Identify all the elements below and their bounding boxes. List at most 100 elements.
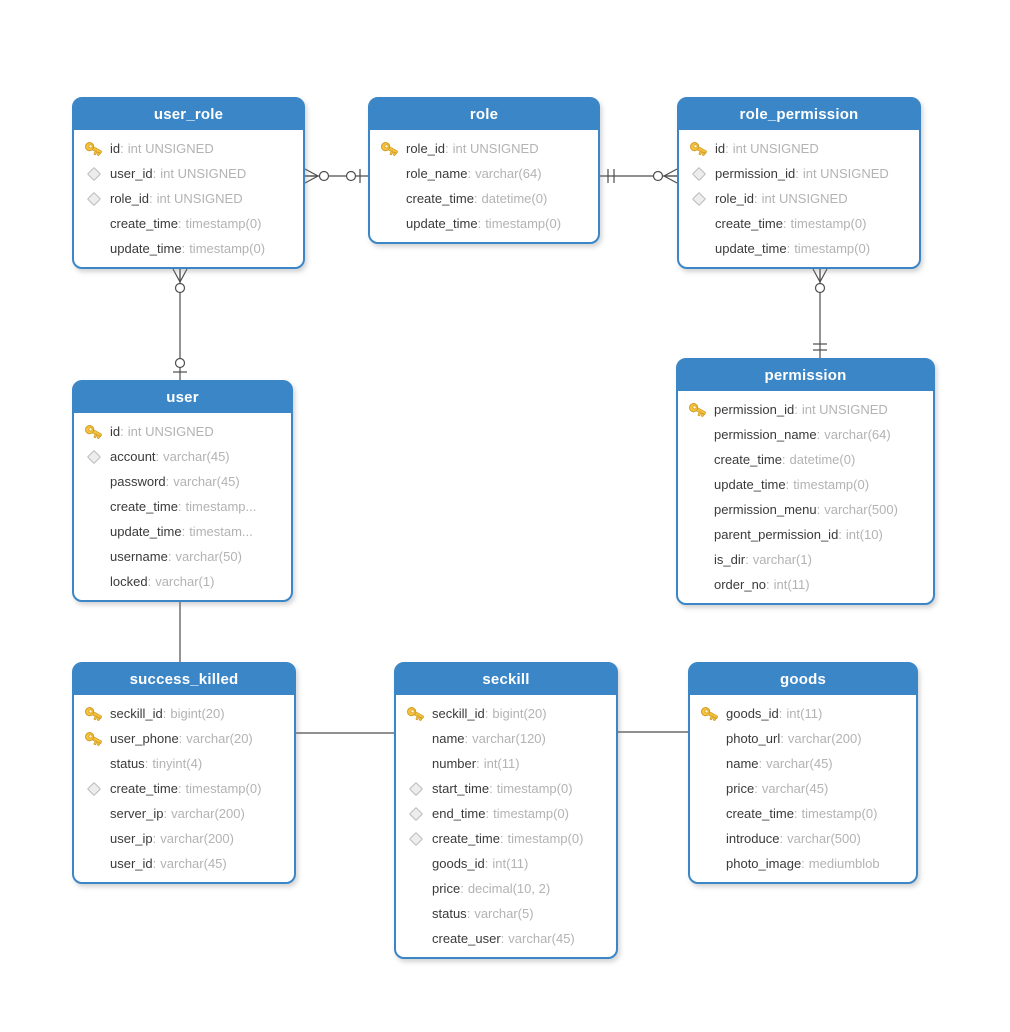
field-seckill-status[interactable]: status:varchar(5) <box>400 901 612 926</box>
field-success_killed-server_ip[interactable]: server_ip:varchar(200) <box>78 801 290 826</box>
field-permission-permission_id[interactable]: permission_id:int UNSIGNED <box>682 397 929 422</box>
table-role_permission-title[interactable]: role_permission <box>679 99 919 132</box>
field-user-id[interactable]: id:int UNSIGNED <box>78 419 287 444</box>
table-user_role-title[interactable]: user_role <box>74 99 303 132</box>
field-separator: : <box>781 452 786 467</box>
field-seckill-seckill_id[interactable]: seckill_id:bigint(20) <box>400 701 612 726</box>
field-type: tinyint(4) <box>152 756 203 771</box>
field-seckill-price[interactable]: price:decimal(10, 2) <box>400 876 612 901</box>
field-success_killed-create_time[interactable]: create_time:timestamp(0) <box>78 776 290 801</box>
field-user_role-user_id[interactable]: user_id:int UNSIGNED <box>78 161 299 186</box>
field-seckill-create_time[interactable]: create_time:timestamp(0) <box>400 826 612 851</box>
connector-user_role-user[interactable] <box>172 268 188 380</box>
field-seckill-name[interactable]: name:varchar(120) <box>400 726 612 751</box>
field-seckill-goods_id[interactable]: goods_id:int(11) <box>400 851 612 876</box>
field-success_killed-status[interactable]: status:tinyint(4) <box>78 751 290 776</box>
field-user-account[interactable]: account:varchar(45) <box>78 444 287 469</box>
table-permission-title[interactable]: permission <box>678 360 933 393</box>
field-type: varchar(45) <box>160 856 227 871</box>
field-separator: : <box>152 856 157 871</box>
field-seckill-start_time[interactable]: start_time:timestamp(0) <box>400 776 612 801</box>
field-type: int(11) <box>483 756 520 771</box>
field-permission-permission_name[interactable]: permission_name:varchar(64) <box>682 422 929 447</box>
field-type: timestamp(0) <box>493 806 569 821</box>
field-permission-parent_permission_id[interactable]: parent_permission_id:int(10) <box>682 522 929 547</box>
connector-role_permission-permission[interactable] <box>812 268 828 358</box>
field-success_killed-user_ip[interactable]: user_ip:varchar(200) <box>78 826 290 851</box>
field-permission-permission_menu[interactable]: permission_menu:varchar(500) <box>682 497 929 522</box>
field-success_killed-seckill_id[interactable]: seckill_id:bigint(20) <box>78 701 290 726</box>
field-goods-create_time[interactable]: create_time:timestamp(0) <box>694 801 912 826</box>
field-permission-update_time[interactable]: update_time:timestamp(0) <box>682 472 929 497</box>
field-separator: : <box>181 241 186 256</box>
field-separator: : <box>177 499 182 514</box>
field-name: name <box>726 756 759 771</box>
field-goods-photo_image[interactable]: photo_image:mediumblob <box>694 851 912 876</box>
field-type: timestamp(0) <box>185 216 262 231</box>
primary-key-icon <box>406 706 424 721</box>
field-name: is_dir <box>714 552 746 567</box>
field-role-update_time[interactable]: update_time:timestamp(0) <box>374 211 594 236</box>
primary-key-icon <box>380 141 398 156</box>
field-user-locked[interactable]: locked:varchar(1) <box>78 569 287 594</box>
field-type: int UNSIGNED <box>452 141 539 156</box>
field-user-update_time[interactable]: update_time:timestam... <box>78 519 287 544</box>
field-separator: : <box>816 502 821 517</box>
field-role_permission-role_id[interactable]: role_id:int UNSIGNED <box>683 186 915 211</box>
field-role-role_id[interactable]: role_id:int UNSIGNED <box>374 136 594 161</box>
field-seckill-number[interactable]: number:int(11) <box>400 751 612 776</box>
field-permission-is_dir[interactable]: is_dir:varchar(1) <box>682 547 929 572</box>
field-goods-goods_id[interactable]: goods_id:int(11) <box>694 701 912 726</box>
field-user_role-role_id[interactable]: role_id:int UNSIGNED <box>78 186 299 211</box>
field-role_permission-id[interactable]: id:int UNSIGNED <box>683 136 915 161</box>
field-permission-create_time[interactable]: create_time:datetime(0) <box>682 447 929 472</box>
field-user-username[interactable]: username:varchar(50) <box>78 544 287 569</box>
field-type: varchar(64) <box>475 166 542 181</box>
field-separator: : <box>152 831 157 846</box>
field-role_permission-create_time[interactable]: create_time:timestamp(0) <box>683 211 915 236</box>
table-role-title[interactable]: role <box>370 99 598 132</box>
field-user-password[interactable]: password:varchar(45) <box>78 469 287 494</box>
field-goods-price[interactable]: price:varchar(45) <box>694 776 912 801</box>
connector-user_role-role[interactable] <box>304 168 368 184</box>
table-success_killed-title[interactable]: success_killed <box>74 664 294 697</box>
field-separator: : <box>499 831 504 846</box>
field-role_permission-permission_id[interactable]: permission_id:int UNSIGNED <box>683 161 915 186</box>
field-type: timestamp(0) <box>801 806 878 821</box>
field-role_permission-update_time[interactable]: update_time:timestamp(0) <box>683 236 915 261</box>
field-type: timestamp(0) <box>485 216 562 231</box>
field-user_role-update_time[interactable]: update_time:timestamp(0) <box>78 236 299 261</box>
table-goods[interactable]: goods goods_id:int(11)photo_url:varchar(2… <box>688 662 918 884</box>
field-user-create_time[interactable]: create_time:timestamp... <box>78 494 287 519</box>
field-success_killed-user_id[interactable]: user_id:varchar(45) <box>78 851 290 876</box>
field-success_killed-user_phone[interactable]: user_phone:varchar(20) <box>78 726 290 751</box>
table-goods-title[interactable]: goods <box>690 664 916 697</box>
table-seckill-fields: seckill_id:bigint(20)name:varchar(120)nu… <box>396 697 616 957</box>
field-role-create_time[interactable]: create_time:datetime(0) <box>374 186 594 211</box>
connector-role-role_permission[interactable] <box>600 168 678 184</box>
field-type: varchar(45) <box>766 756 833 771</box>
field-goods-introduce[interactable]: introduce:varchar(500) <box>694 826 912 851</box>
field-name: permission_menu <box>714 502 817 517</box>
field-name: create_user <box>432 931 501 946</box>
field-permission-order_no[interactable]: order_no:int(11) <box>682 572 929 597</box>
field-user_role-create_time[interactable]: create_time:timestamp(0) <box>78 211 299 236</box>
field-seckill-create_user[interactable]: create_user:varchar(45) <box>400 926 612 951</box>
field-user_role-id[interactable]: id:int UNSIGNED <box>78 136 299 161</box>
table-seckill-title[interactable]: seckill <box>396 664 616 697</box>
field-separator: : <box>778 706 783 721</box>
field-seckill-end_time[interactable]: end_time:timestamp(0) <box>400 801 612 826</box>
field-goods-name[interactable]: name:varchar(45) <box>694 751 912 776</box>
field-goods-photo_url[interactable]: photo_url:varchar(200) <box>694 726 912 751</box>
table-user-title[interactable]: user <box>74 382 291 415</box>
field-role-role_name[interactable]: role_name:varchar(64) <box>374 161 594 186</box>
